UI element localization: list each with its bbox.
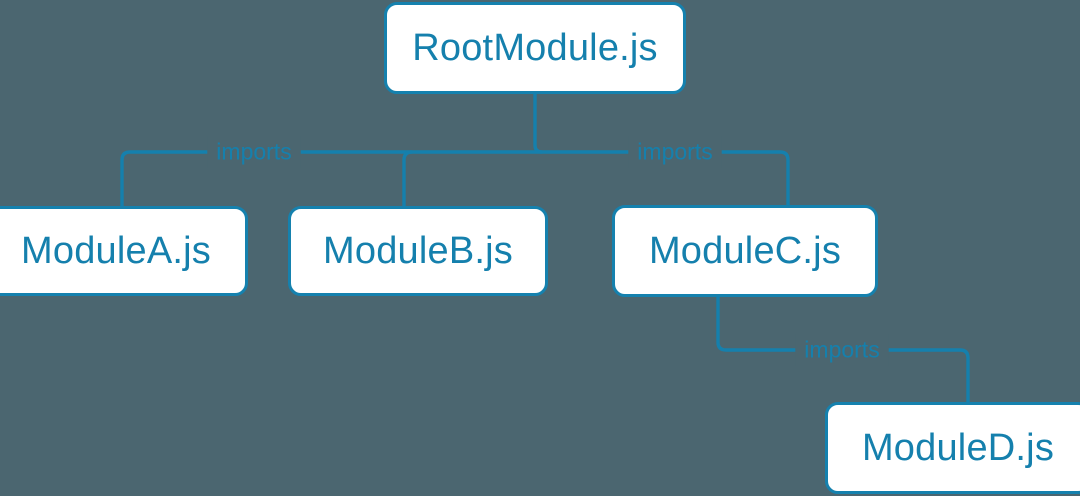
edge-root-to-modulec — [535, 150, 790, 206]
edge-root-to-moduleb — [402, 150, 413, 206]
edge-root-to-modulea — [120, 150, 535, 206]
node-module-b[interactable]: ModuleB.js — [288, 206, 548, 296]
edge-root-stem — [533, 94, 543, 154]
edge-label-imports-root-to-module-a: imports — [216, 138, 292, 165]
node-module-d[interactable]: ModuleD.js — [825, 402, 1080, 494]
node-module-a[interactable]: ModuleA.js — [0, 206, 248, 296]
edge-label-imports-root-to-module-c: imports — [637, 138, 713, 165]
node-root-module[interactable]: RootModule.js — [384, 2, 686, 94]
node-label-module-c: ModuleC.js — [648, 229, 842, 272]
node-label-module-b: ModuleB.js — [323, 229, 513, 272]
edge-label-imports-module-c-to-module-d: imports — [804, 336, 880, 363]
node-label-root-module: RootModule.js — [412, 26, 658, 69]
node-label-module-d: ModuleD.js — [861, 426, 1055, 469]
node-label-module-a: ModuleA.js — [21, 229, 211, 272]
node-module-c[interactable]: ModuleC.js — [612, 205, 878, 297]
